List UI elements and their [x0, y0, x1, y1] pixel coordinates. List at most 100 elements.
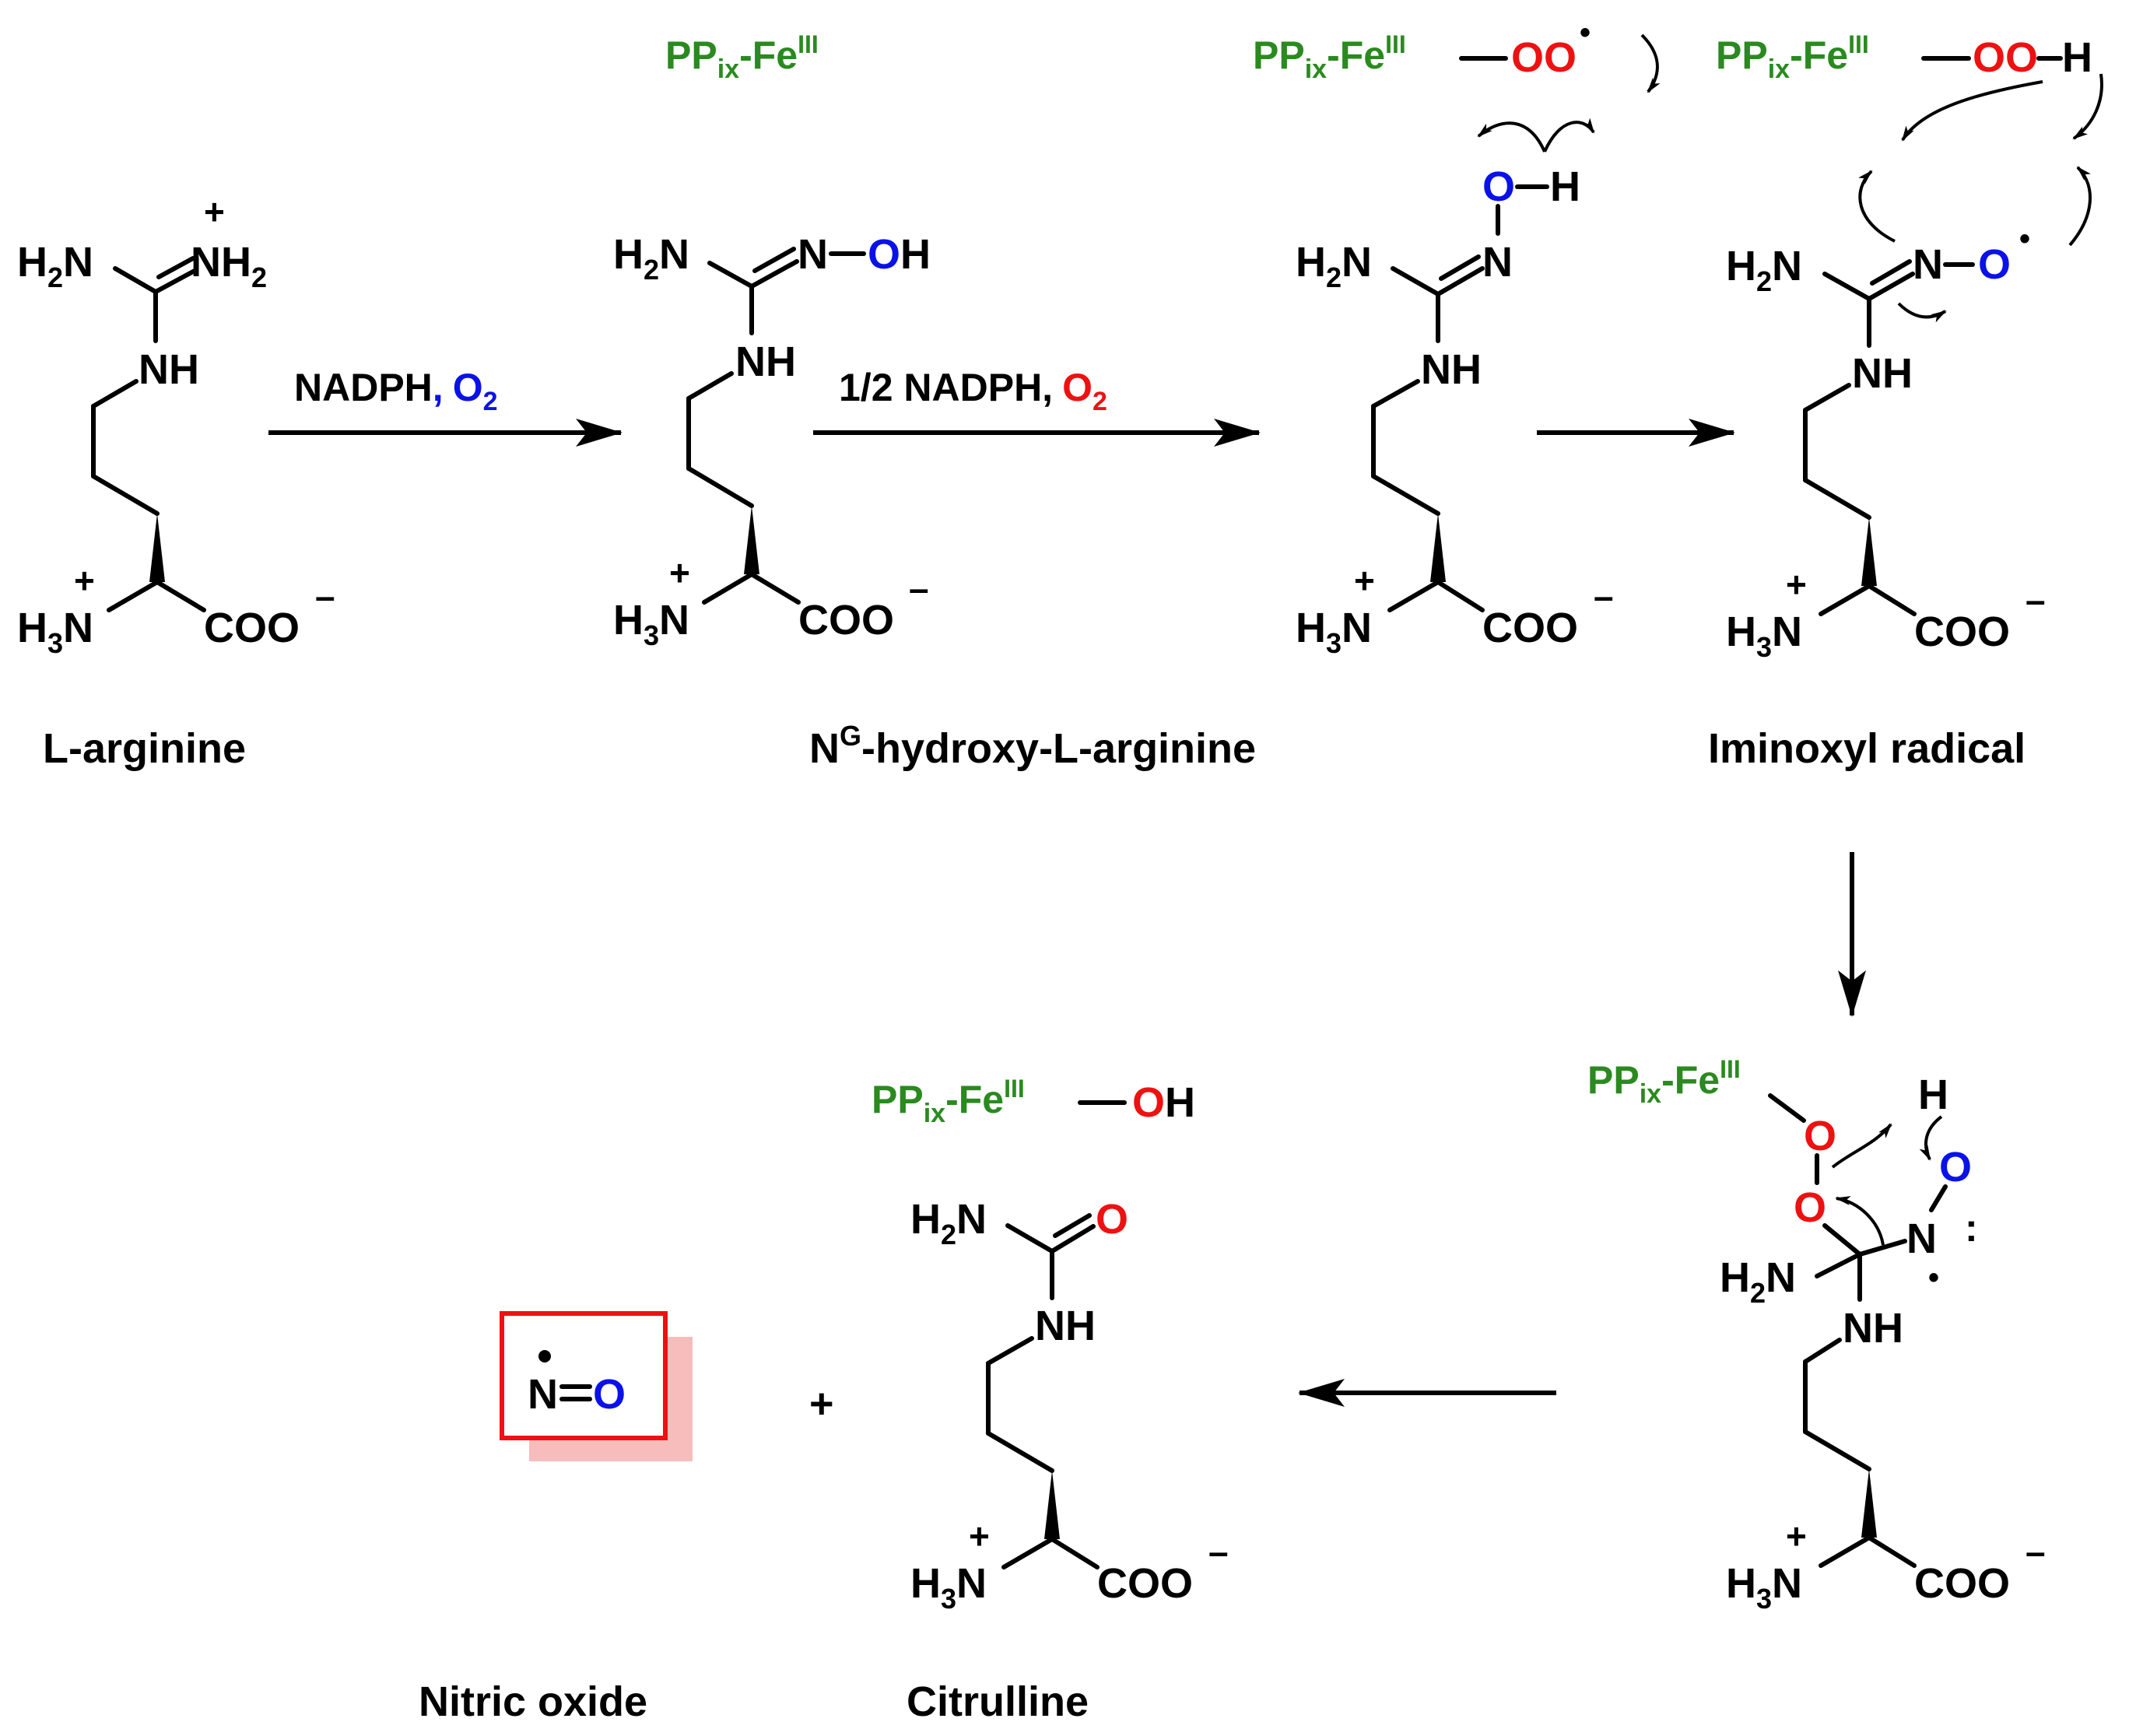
svg-text:H2N: H2N [910, 1196, 987, 1250]
wedge-bond [744, 506, 759, 574]
subscript-2: 2 [1750, 1277, 1766, 1309]
n-label: N [1906, 1215, 1937, 1262]
box-frame [500, 1311, 668, 1440]
ix-subscript: ix [1768, 54, 1790, 84]
bond [1005, 1223, 1054, 1254]
bond [707, 261, 754, 289]
l-arginine-label: L-arginine [43, 725, 246, 772]
bond [1867, 584, 1917, 616]
bond [1050, 1224, 1096, 1254]
fe-label: -Fe [945, 1078, 1004, 1121]
fe-label: -Fe [1790, 33, 1848, 77]
svg-text:H3N: H3N [1296, 605, 1372, 659]
bond [1819, 584, 1871, 616]
fe-label: -Fe [1661, 1058, 1720, 1102]
h-label: H [1165, 1079, 1195, 1126]
n-label: N [1772, 608, 1802, 655]
bond [1436, 580, 1485, 612]
oxygen-label: O [1482, 163, 1515, 210]
lone-pair: : [1965, 1206, 1978, 1250]
ix-subscript: ix [1640, 1079, 1661, 1109]
bond [1387, 580, 1440, 612]
molecule-cyclic-intermediate: O O H O N : • H2N NH H3N + COO – [1720, 1071, 2046, 1615]
nadph-label: NADPH [294, 366, 433, 409]
plus-sign: + [809, 1380, 834, 1427]
bond [1929, 1184, 1948, 1212]
bond [1870, 259, 1912, 286]
nh-label: NH [139, 346, 199, 393]
bond [1819, 1535, 1871, 1568]
bond [986, 1336, 1034, 1366]
ix-subscript: ix [717, 54, 739, 84]
pp-label: PP [665, 33, 717, 77]
nh-label: NH [735, 338, 796, 385]
molecule-hydroxy-arginine: H2N N OH NH H3N + COO – [613, 231, 931, 651]
oxygen-label: O [1939, 1144, 1972, 1191]
molecule-intermediate: O H N H2N NH H3N + COO – [1296, 163, 1614, 659]
bond [1436, 266, 1485, 296]
n-label: N [63, 605, 93, 651]
oxygen-label: O [1804, 1113, 1836, 1159]
bond [91, 379, 139, 409]
plus-charge: + [969, 1516, 990, 1556]
oxygen-label: O [1794, 1184, 1826, 1231]
hydroxy-arginine-label: -hydroxy-L-arginine [861, 725, 1256, 772]
bond [1371, 379, 1420, 409]
n-label: N [1766, 1254, 1796, 1301]
subscript-2: 2 [251, 261, 267, 293]
plus-charge: + [669, 552, 690, 593]
h-label: H [1726, 608, 1756, 655]
subscript-3: 3 [941, 1583, 956, 1615]
svg-text:NG-hydroxy-L-arginine: NG-hydroxy-L-arginine [809, 720, 1256, 772]
molecule-l-arginine: H2N NH2 + NH H3N + COO – [17, 191, 335, 659]
oxidation-state: III [1004, 1075, 1025, 1103]
n-label: N [1482, 239, 1513, 286]
bond [1439, 254, 1481, 281]
svg-text:NADPH,O2: NADPH,O2 [294, 366, 498, 416]
subscript-3: 3 [644, 619, 659, 651]
label-superscript-g: G [840, 720, 861, 752]
radical-dot [538, 1350, 551, 1362]
superoxo-label: OO [1511, 34, 1577, 81]
bond [1857, 1239, 1907, 1257]
minus-charge: – [1594, 576, 1614, 616]
bond [986, 1431, 1054, 1473]
h-label: H [910, 1560, 941, 1607]
nh-label: NH [1035, 1303, 1096, 1349]
svg-text:H2N: H2N [1720, 1254, 1796, 1309]
n-label: N [1342, 605, 1372, 651]
subscript-3: 3 [47, 627, 63, 659]
nh-label: NH [1421, 346, 1482, 393]
svg-text:OH: OH [868, 231, 931, 278]
comma: , [433, 366, 444, 409]
electron-arrow [2068, 166, 2092, 247]
nitric-oxide-label: Nitric oxide [419, 1678, 647, 1725]
svg-text:H2N: H2N [1296, 239, 1372, 293]
svg-text:H3N: H3N [1726, 608, 1802, 663]
svg-text:O: O [1482, 163, 1515, 210]
n-label: N [956, 1560, 987, 1607]
bond [155, 580, 206, 612]
h-label: H [17, 239, 47, 286]
bond [1391, 266, 1440, 296]
bond [153, 268, 197, 294]
svg-text:PPix-FeIII: PPix-FeIII [1253, 30, 1406, 84]
pp-label: PP [1587, 1058, 1640, 1102]
electron-arrow [1543, 117, 1595, 153]
oxygen-label: O [868, 231, 900, 278]
ix-subscript: ix [1305, 54, 1327, 84]
bond [1822, 272, 1871, 301]
h-label: H [1296, 605, 1326, 651]
nh-label: NH [191, 239, 251, 286]
plus-charge: + [1786, 1516, 1807, 1556]
oxygen-label: O [1132, 1079, 1165, 1126]
n-label: N [1772, 243, 1802, 289]
radical-dot: • [2019, 222, 2030, 256]
bond [1803, 1338, 1842, 1364]
svg-text:OH: OH [1132, 1079, 1195, 1126]
n-label: N [798, 231, 828, 278]
oxidation-state: III [1848, 30, 1869, 58]
subscript-2: 2 [483, 387, 498, 416]
